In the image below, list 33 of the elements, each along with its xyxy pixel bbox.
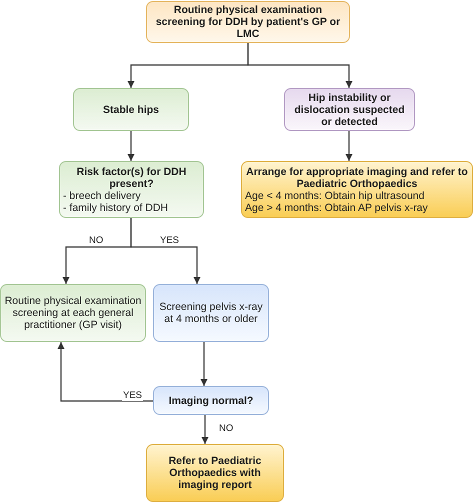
edge-label: YES bbox=[159, 235, 180, 246]
process-box bbox=[241, 161, 473, 218]
process-box bbox=[153, 284, 269, 342]
process-box bbox=[146, 444, 284, 502]
box-heading: Routine physical examination screening for DDH by patient's GP or LMC bbox=[154, 4, 342, 40]
box-text: Screening pelvis x-ray at 4 months or older bbox=[158, 301, 264, 325]
box-heading: Hip instability or dislocation suspected or detected bbox=[293, 92, 406, 128]
arrow bbox=[58, 342, 153, 402]
edge-label: NO bbox=[88, 235, 104, 246]
box-text: Age < 4 months: Obtain hip ultrasound bbox=[245, 190, 426, 202]
process-box bbox=[284, 88, 415, 131]
process-box bbox=[146, 1, 350, 43]
arrow bbox=[247, 43, 352, 88]
edge-label: NO bbox=[218, 423, 234, 434]
arrow bbox=[346, 131, 352, 161]
box-heading: Arrange for appropriate imaging and refer to Paediatric Orthopaedics bbox=[245, 166, 469, 190]
box-text: - family history of DDH bbox=[63, 202, 170, 214]
box-heading: Risk factor(s) for DDH present? bbox=[76, 166, 188, 190]
box-heading: Refer to Paediatric Orthopaedics with imaging report bbox=[168, 455, 262, 491]
box-text: Age > 4 months: Obtain AP pelvis x-ray bbox=[245, 202, 429, 214]
box-heading: Stable hips bbox=[102, 104, 160, 116]
arrow bbox=[128, 131, 134, 161]
box-text: - breech delivery bbox=[63, 190, 142, 202]
arrow bbox=[130, 218, 200, 284]
process-box bbox=[0, 284, 146, 342]
box-text: Routine physical examination screening at each general practitioner (GP visit) bbox=[4, 295, 142, 331]
box-heading: Imaging normal? bbox=[168, 394, 254, 406]
arrow bbox=[202, 415, 208, 444]
decision-box bbox=[153, 386, 269, 415]
process-box bbox=[73, 88, 189, 131]
arrow bbox=[200, 342, 208, 386]
decision-box bbox=[59, 161, 204, 218]
edge-label: YES bbox=[122, 390, 144, 401]
